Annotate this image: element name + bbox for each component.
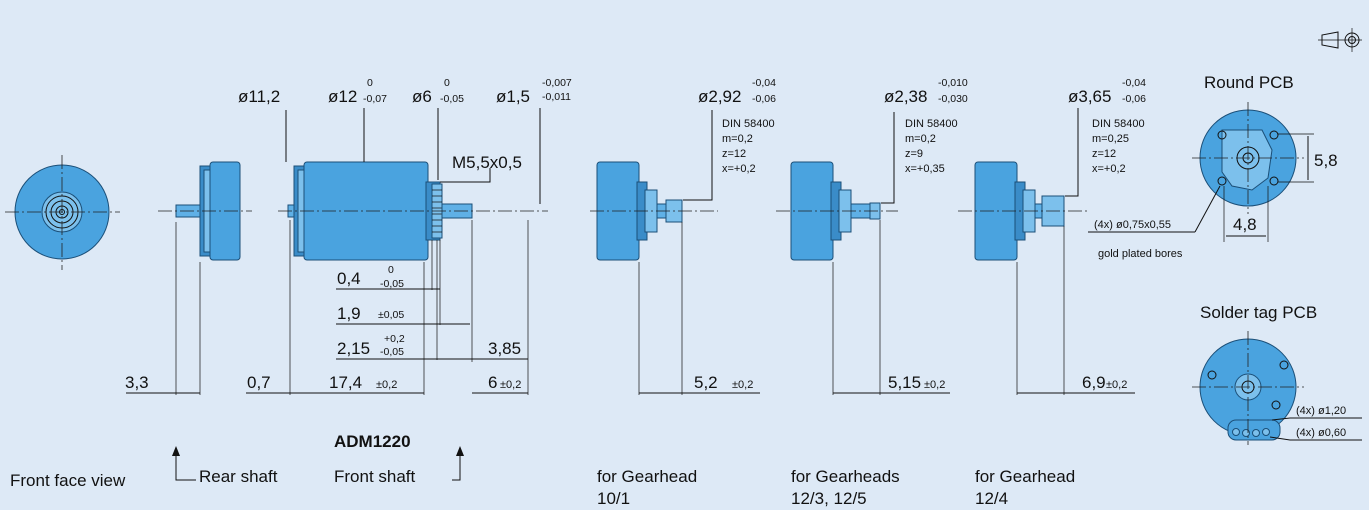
dim-d2-92: ø2,92 (698, 87, 741, 106)
svg-text:±0,2: ±0,2 (924, 379, 945, 391)
svg-text:-0,05: -0,05 (440, 93, 464, 105)
gearhead-12-4-drawing (958, 108, 1088, 395)
dim-d6: ø6 (412, 87, 432, 106)
dim-1-9: 1,9 (337, 304, 361, 323)
dim-4-8: 4,8 (1233, 215, 1257, 234)
svg-text:-0,04: -0,04 (1122, 77, 1146, 89)
dim-2-15: 2,15 (337, 339, 370, 358)
svg-text:z=9: z=9 (905, 148, 923, 160)
svg-text:DIN 58400: DIN 58400 (1092, 118, 1145, 130)
dim-d3-65: ø3,65 (1068, 87, 1111, 106)
label-front-shaft: Front shaft (334, 467, 416, 486)
bores-label: (4x) ø0,75x0,55 (1094, 219, 1171, 231)
svg-text:10/1: 10/1 (597, 489, 630, 508)
solder-hole-2: (4x) ø0,60 (1296, 427, 1346, 439)
product-title: ADM1220 (334, 432, 411, 451)
caption-gearhead-12-3: for Gearheads (791, 467, 900, 486)
dim-5-8: 5,8 (1314, 151, 1338, 170)
svg-text:-0,07: -0,07 (363, 93, 387, 105)
round-pcb-title: Round PCB (1204, 73, 1294, 92)
rear-shaft-drawing (158, 161, 252, 395)
svg-text:+0,2: +0,2 (384, 333, 405, 345)
round-pcb-labels: Round PCB 5,8 4,8 (4x) ø0,75x0,55 gold p… (1094, 73, 1338, 260)
label-front-face-view: Front face view (10, 471, 126, 490)
svg-text:m=0,25: m=0,25 (1092, 133, 1129, 145)
dim-thread: M5,5x0,5 (452, 153, 522, 172)
dim-0-4: 0,4 (337, 269, 361, 288)
solder-pcb-title: Solder tag PCB (1200, 303, 1317, 322)
dim-5-2: 5,2 (694, 373, 718, 392)
solder-hole-1: (4x) ø1,20 (1296, 405, 1346, 417)
svg-text:12/4: 12/4 (975, 489, 1008, 508)
dim-17-4: 17,4 (329, 373, 362, 392)
svg-text:-0,011: -0,011 (542, 91, 571, 103)
svg-text:±0,2: ±0,2 (376, 379, 397, 391)
svg-text:±0,2: ±0,2 (732, 379, 753, 391)
third-angle-projection-icon (1318, 28, 1362, 52)
svg-text:-0,06: -0,06 (1122, 93, 1146, 105)
caption-gearhead-10-1: for Gearhead (597, 467, 697, 486)
dim-3-3: 3,3 (125, 373, 149, 392)
dim-d2-38: ø2,38 (884, 87, 927, 106)
dim-d1-5: ø1,5 (496, 87, 530, 106)
svg-text:z=12: z=12 (722, 148, 746, 160)
front-shaft-drawing (278, 108, 548, 395)
dim-0-7: 0,7 (247, 373, 271, 392)
round-pcb-drawing (1088, 102, 1314, 242)
solder-tag-pcb-drawing (1192, 331, 1362, 445)
svg-text:m=0,2: m=0,2 (905, 133, 936, 145)
front-face-view-drawing (5, 155, 120, 270)
dim-6: 6 (488, 373, 497, 392)
svg-text:z=12: z=12 (1092, 148, 1116, 160)
svg-text:±0,2: ±0,2 (1106, 379, 1127, 391)
svg-text:-0,06: -0,06 (752, 93, 776, 105)
gearhead-10-1-drawing (590, 110, 718, 395)
gearhead-10-1-labels: ø2,92 -0,04 -0,06 DIN 58400 m=0,2 z=12 x… (597, 77, 776, 508)
solder-pcb-labels: Solder tag PCB (4x) ø1,20 (4x) ø0,60 (1200, 303, 1346, 439)
caption-gearhead-12-4: for Gearhead (975, 467, 1075, 486)
svg-text:m=0,2: m=0,2 (722, 133, 753, 145)
svg-text:0: 0 (444, 77, 450, 89)
dim-5-15: 5,15 (888, 373, 921, 392)
dim-d12: ø12 (328, 87, 357, 106)
svg-text:DIN 58400: DIN 58400 (722, 118, 775, 130)
dim-6-9: 6,9 (1082, 373, 1106, 392)
svg-text:-0,010: -0,010 (938, 77, 968, 89)
dim-3-85: 3,85 (488, 339, 521, 358)
svg-text:x=+0,2: x=+0,2 (1092, 163, 1126, 175)
svg-text:-0,030: -0,030 (938, 93, 968, 105)
label-rear-shaft: Rear shaft (199, 467, 278, 486)
svg-text:-0,05: -0,05 (380, 346, 404, 358)
gearhead-12-3-drawing (776, 112, 898, 395)
svg-text:12/3, 12/5: 12/3, 12/5 (791, 489, 867, 508)
svg-text:±0,2: ±0,2 (500, 379, 521, 391)
dimension-lines (126, 288, 1135, 394)
gearhead-12-3-labels: ø2,38 -0,010 -0,030 DIN 58400 m=0,2 z=9 … (791, 77, 968, 508)
view-arrows (172, 446, 464, 481)
svg-text:-0,05: -0,05 (380, 278, 404, 290)
svg-text:0: 0 (388, 264, 394, 276)
gearhead-12-4-labels: ø3,65 -0,04 -0,06 DIN 58400 m=0,25 z=12 … (975, 77, 1146, 508)
svg-text:-0,007: -0,007 (542, 77, 572, 89)
svg-text:-0,04: -0,04 (752, 77, 776, 89)
motor-labels: ø11,2 ø12 0 -0,07 ø6 0 -0,05 ø1,5 -0,007… (10, 77, 572, 490)
bores-note: gold plated bores (1098, 248, 1183, 260)
svg-text:x=+0,35: x=+0,35 (905, 163, 945, 175)
svg-text:±0,05: ±0,05 (378, 309, 404, 321)
svg-text:DIN 58400: DIN 58400 (905, 118, 958, 130)
svg-text:0: 0 (367, 77, 373, 89)
dim-d11-2: ø11,2 (238, 87, 280, 106)
svg-text:x=+0,2: x=+0,2 (722, 163, 756, 175)
